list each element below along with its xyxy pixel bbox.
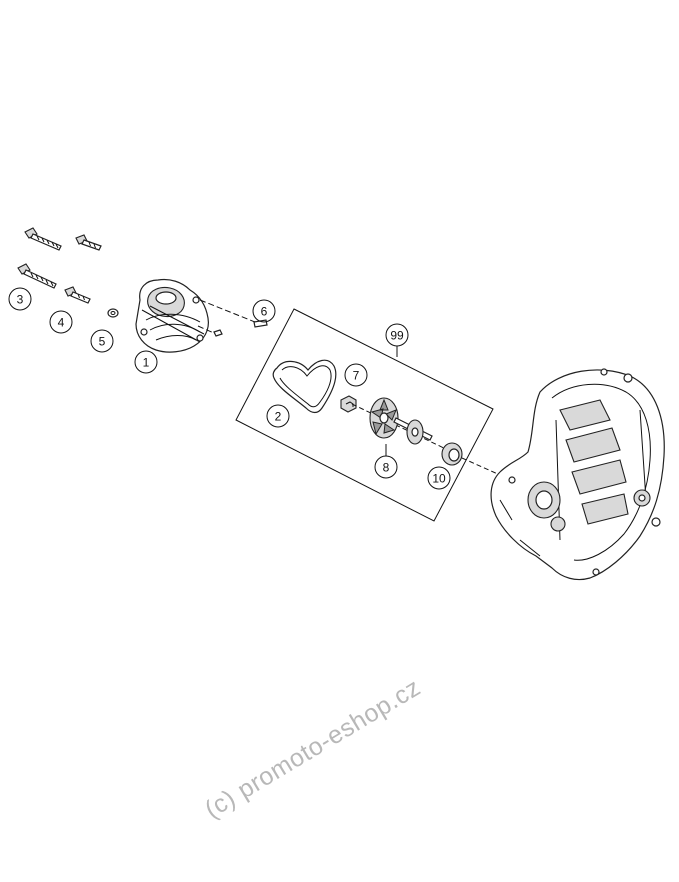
callout-6-label: 6 [261, 305, 268, 319]
impeller-nut [340, 395, 357, 413]
dash-line-cover-to-pin [199, 299, 256, 323]
bolt-long-2 [17, 263, 57, 289]
shaft-seal [441, 442, 463, 466]
dash-line-seal-to-cover [461, 457, 501, 476]
callout-5-label: 5 [99, 335, 106, 349]
dash-line-shaft [351, 403, 449, 451]
callout-4-label: 4 [58, 316, 65, 330]
callout-6: 6 [252, 299, 276, 323]
bolt-long-1 [24, 227, 62, 251]
kit-box-outline [235, 308, 494, 522]
callout-3: 3 [8, 287, 32, 311]
water-pump-cover [135, 278, 209, 353]
callout-3-label: 3 [17, 293, 24, 307]
bolt-short-1 [75, 234, 102, 251]
callout-4: 4 [49, 310, 73, 334]
callout-1-label: 1 [143, 356, 150, 370]
impeller [369, 397, 433, 445]
callout-7-label: 7 [353, 369, 360, 383]
dash-line-pin-2 [197, 325, 217, 335]
callout-1: 1 [134, 350, 158, 374]
engine-side-cover [490, 368, 665, 581]
callout-99-label: 99 [390, 329, 404, 343]
callout-10: 10 [427, 466, 451, 490]
callout-8-label: 8 [383, 461, 390, 475]
gasket [272, 359, 337, 414]
callout-7: 7 [344, 363, 368, 387]
callout-5: 5 [90, 329, 114, 353]
callout-10-label: 10 [432, 472, 446, 486]
callout-2: 2 [266, 404, 290, 428]
callout-99: 99 [385, 323, 409, 347]
callout-2-label: 2 [275, 410, 282, 424]
small-pin [213, 329, 223, 337]
washer [107, 308, 119, 318]
bolt-short-2 [64, 286, 91, 304]
callout-8: 8 [374, 455, 398, 479]
